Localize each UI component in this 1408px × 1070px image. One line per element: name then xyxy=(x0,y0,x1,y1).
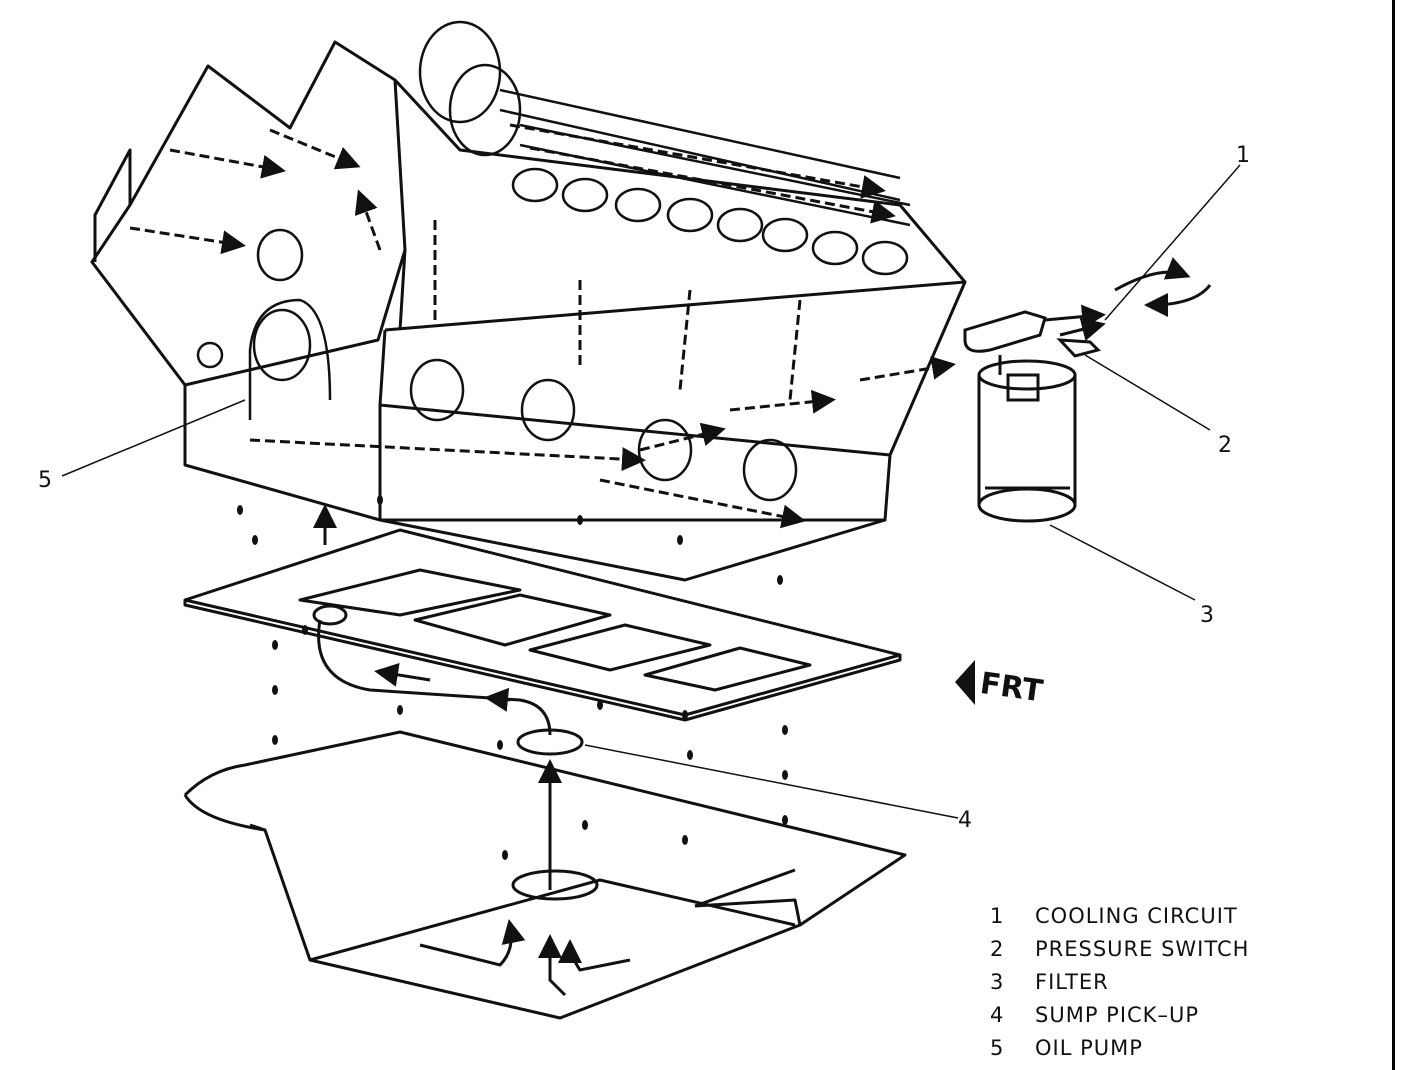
callout-5: 5 xyxy=(38,468,52,493)
page-border xyxy=(1392,0,1395,1070)
camshafts xyxy=(418,20,911,227)
callout-4: 4 xyxy=(958,808,972,833)
pickup-flow-arrows xyxy=(313,504,511,712)
engine-block xyxy=(90,40,967,582)
front-indicator: FRT xyxy=(955,660,1045,709)
windage-tray xyxy=(183,528,902,722)
front-cover-pulleys xyxy=(196,228,332,420)
crank-bearings xyxy=(409,358,798,502)
front-label: FRT xyxy=(978,666,1046,709)
callout-3: 3 xyxy=(1200,603,1214,628)
callout-2: 2 xyxy=(1218,433,1232,458)
callout-1: 1 xyxy=(1236,143,1250,168)
callout-leaders xyxy=(61,164,1241,819)
sump-flow-arrows xyxy=(419,759,631,997)
pickup-tube xyxy=(312,604,584,756)
filter-adapter xyxy=(963,257,1212,375)
front-arrow-icon xyxy=(955,660,975,705)
oil-flow-arrows xyxy=(129,123,956,529)
oil-filter xyxy=(977,359,1077,523)
valve-lifters xyxy=(511,167,909,276)
oil-pan xyxy=(183,730,907,1020)
